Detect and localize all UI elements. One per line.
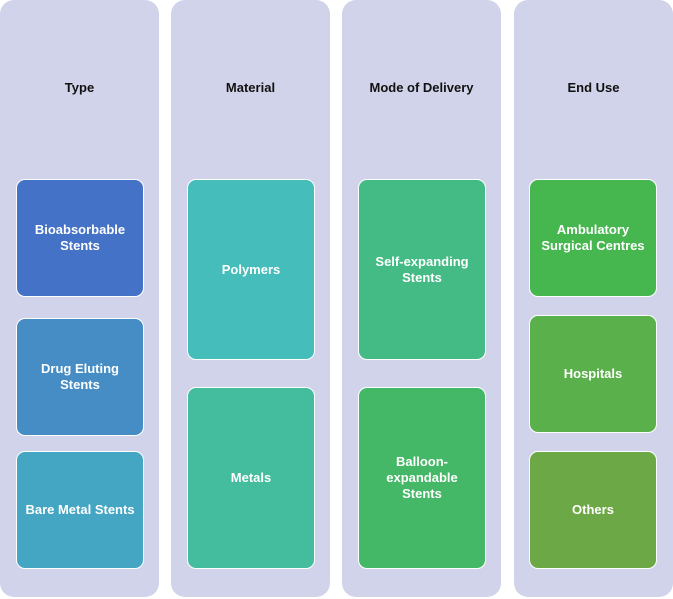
box-ambulatory-surgical-centres: Ambulatory Surgical Centres [529,179,657,297]
column-title-mode-of-delivery: Mode of Delivery [369,80,474,95]
column-title-end-use: End Use [567,80,620,95]
column-material: Material Polymers Metals [171,0,330,597]
box-metals: Metals [187,387,315,569]
box-bioabsorbable-stents: Bioabsorbable Stents [16,179,144,297]
column-title-material: Material [225,80,276,95]
box-others: Others [529,451,657,569]
column-mode-of-delivery: Mode of Delivery Self-expanding Stents B… [342,0,501,597]
box-self-expanding-stents: Self-expanding Stents [358,179,486,360]
column-end-use: End Use Ambulatory Surgical Centres Hosp… [514,0,673,597]
box-polymers: Polymers [187,179,315,360]
box-balloon-expandable-stents: Balloon-expandable Stents [358,387,486,569]
column-title-type: Type [64,80,95,95]
column-type: Type Bioabsorbable Stents Drug Eluting S… [0,0,159,597]
box-bare-metal-stents: Bare Metal Stents [16,451,144,569]
box-hospitals: Hospitals [529,315,657,433]
box-drug-eluting-stents: Drug Eluting Stents [16,318,144,436]
